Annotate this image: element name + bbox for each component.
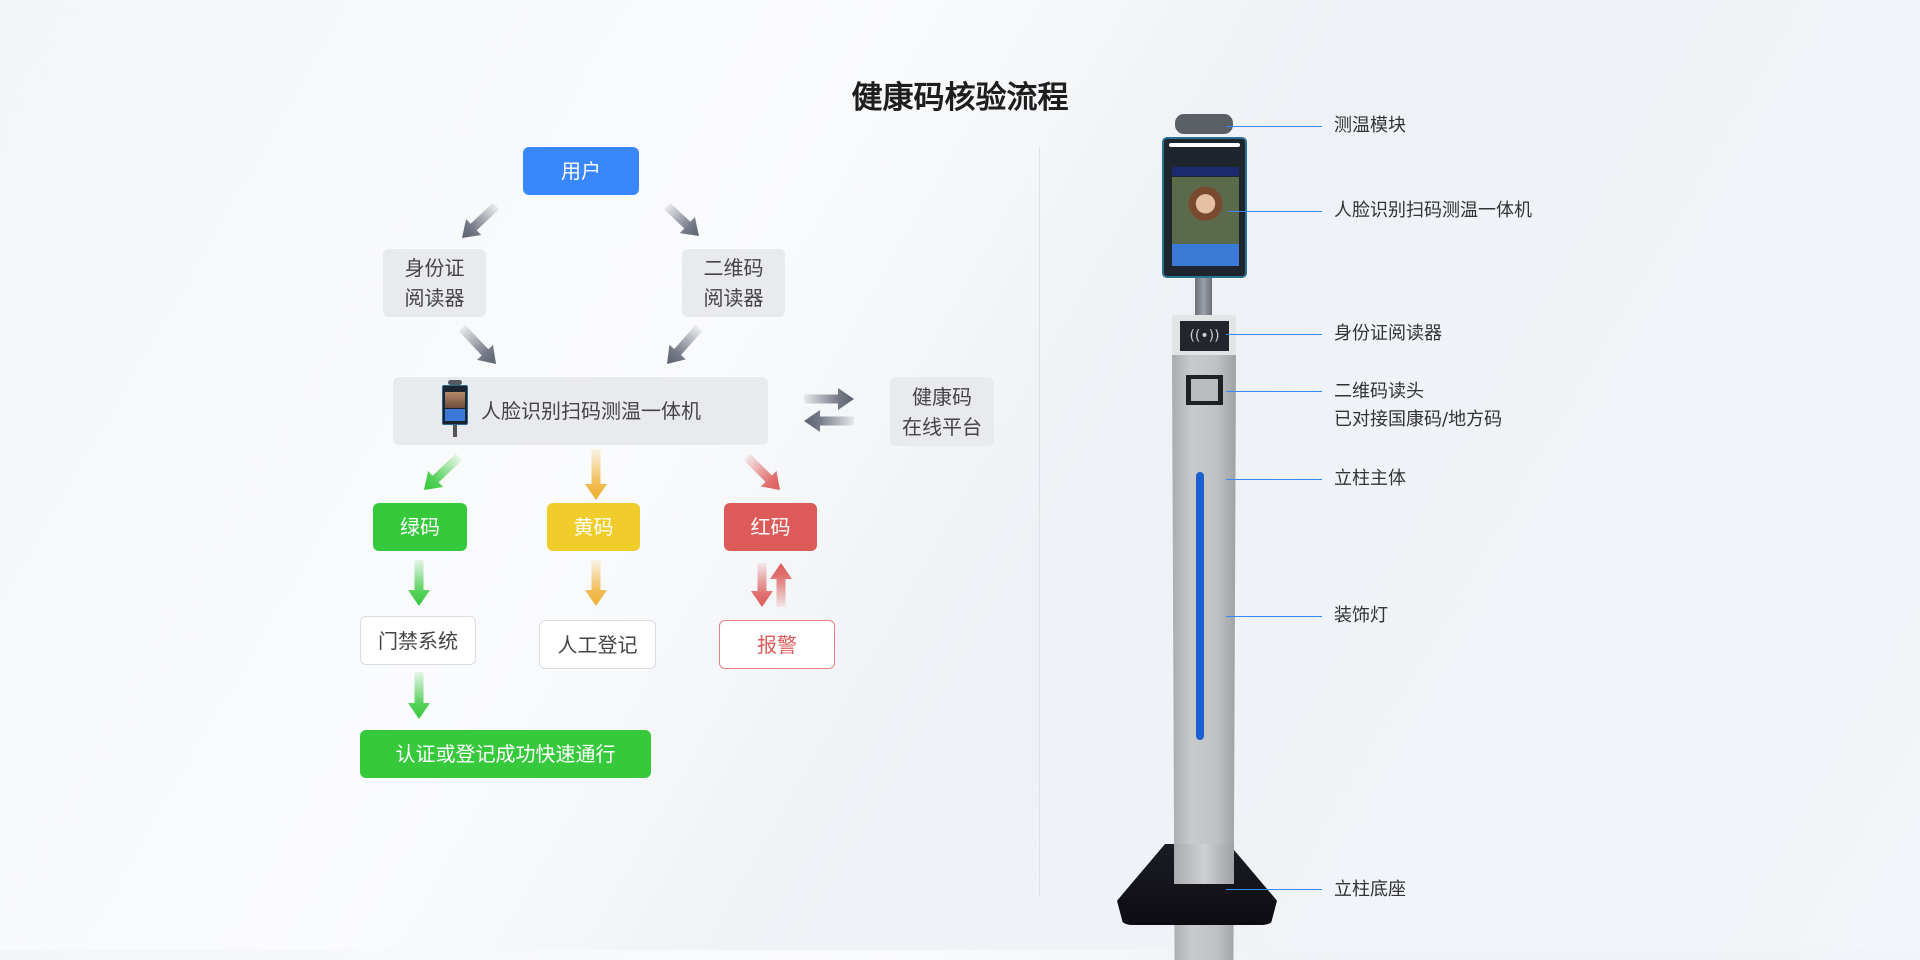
label-base: 立柱底座 [1334,879,1406,900]
arrow-down-icon [585,560,607,606]
label-temp-module: 测温模块 [1334,115,1406,136]
leader-line [1226,391,1322,392]
arrow-icon [585,449,607,500]
node-manual-register: 人工登记 [539,620,656,669]
arrow-down-icon [408,672,430,719]
node-alarm: 报警 [719,620,835,669]
leader-line [1226,479,1322,480]
temp-module [1175,114,1233,134]
node-text: 阅读器 [703,286,764,310]
arrow-icon [663,202,699,236]
node-text: 阅读器 [404,286,465,310]
arrow-right-icon [804,388,854,410]
arrow-icon [462,202,500,238]
label-column: 立柱主体 [1334,468,1406,489]
label-light: 装饰灯 [1334,605,1388,626]
node-user: 用户 [523,147,639,195]
arrow-icon [743,453,780,490]
leader-line [1226,616,1322,617]
kiosk-thumbnail-icon [440,380,470,437]
arrow-icon [458,324,496,364]
node-terminal: 人脸识别扫码测温一体机 [393,377,768,445]
arrow-icon [667,325,703,364]
label-qr-head-note: 已对接国康码/地方码 [1334,409,1503,430]
node-pass: 认证或登记成功快速通行 [360,730,651,778]
node-text: 在线平台 [902,414,982,439]
kiosk-device-image: ((•)) [1117,114,1277,960]
node-text: 身份证 [404,256,465,280]
node-text: 二维码 [703,256,764,280]
node-yellow-code: 黄码 [547,503,640,551]
node-green-code: 绿码 [373,503,467,551]
decorative-light [1196,472,1204,740]
divider [1039,147,1040,897]
leader-line [1228,211,1322,212]
terminal-screen [1162,137,1247,278]
arrow-down-icon [751,563,773,607]
node-text: 人脸识别扫码测温一体机 [481,399,701,423]
node-qr-reader: 二维码阅读器 [682,249,785,317]
label-terminal: 人脸识别扫码测温一体机 [1334,200,1532,221]
arrow-icon [424,453,463,490]
page-title: 健康码核验流程 [851,80,1069,116]
arrow-down-icon [408,560,430,606]
id-reader: ((•)) [1172,315,1236,355]
node-platform: 健康码在线平台 [890,377,994,446]
arrow-left-icon [804,410,854,432]
node-access-system: 门禁系统 [360,616,476,665]
leader-line [1226,889,1322,890]
node-id-reader: 身份证阅读器 [383,249,486,317]
leader-line [1226,334,1322,335]
node-text: 健康码 [912,384,972,409]
node-red-code: 红码 [724,503,817,551]
arrow-up-icon [770,563,792,607]
leader-line [1226,126,1322,127]
label-id-reader: 身份证阅读器 [1334,323,1442,344]
qr-reader-head [1186,375,1223,405]
label-qr-head: 二维码读头 [1334,381,1424,402]
